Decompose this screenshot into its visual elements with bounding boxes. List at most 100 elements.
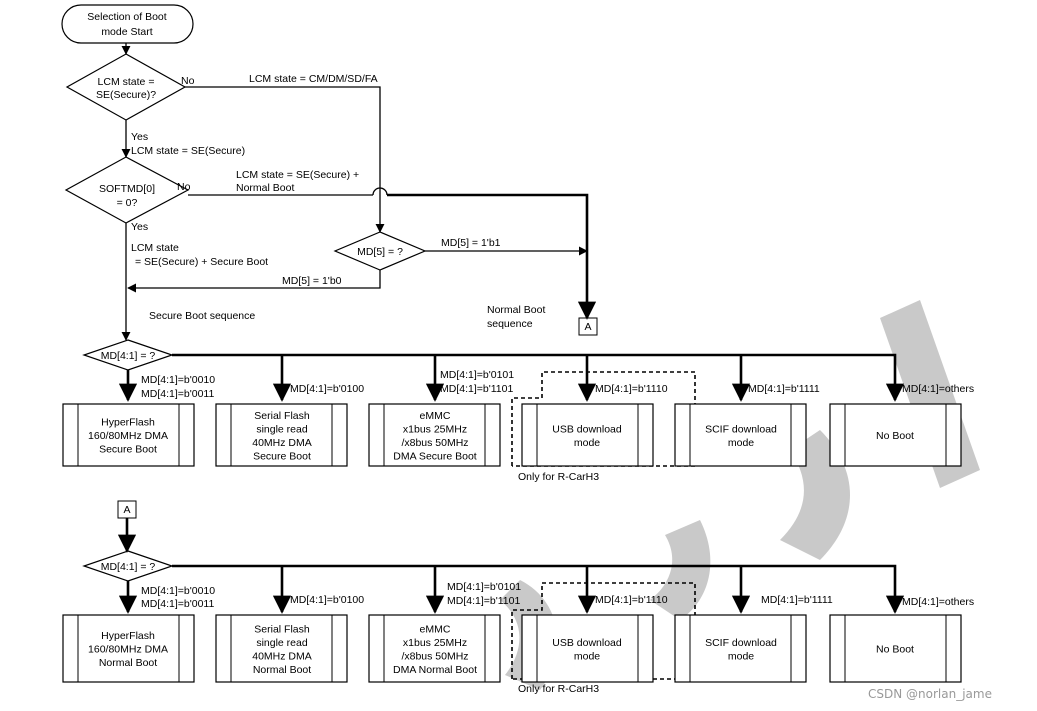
md-1110-secure: MD[4:1]=b'1110 [595,383,668,395]
normal-box-frame [368,614,501,683]
connector-a-in-label: A [123,504,130,516]
rcar-h3-label-secure: Only for R-CarH3 [518,471,599,483]
md-others-secure: MD[4:1]=others [902,383,974,395]
md-0011-secure: MD[4:1]=b'0011 [141,388,214,400]
normal-box-text: USB download [552,637,622,649]
secure-box-text: DMA Secure Boot [393,450,477,462]
lcm-se-normal-label-1: LCM state = SE(Secure) + [236,169,359,181]
md-1110-normal: MD[4:1]=b'1110 [595,594,668,606]
md41-secure-label: MD[4:1] = ? [101,350,156,362]
md-1111-normal: MD[4:1]=b'1111 [761,594,833,606]
normal-box-text: x1bus 25MHz [403,637,467,649]
secure-box-text: 40MHz DMA [252,437,312,449]
secure-box-text: HyperFlash [101,417,155,429]
normal-box-text: Serial Flash [254,623,310,635]
secure-box-frame [829,403,962,467]
flow-lines [121,43,588,341]
normal-box-frame [215,614,348,683]
lcm-se-label: LCM state = SE(Secure) [131,145,245,157]
md-1101-normal: MD[4:1]=b'1101 [447,595,520,607]
flow-lines-bold [117,193,905,614]
md-0100-secure: MD[4:1]=b'0100 [290,383,364,395]
secure-box-frame [674,403,807,467]
normal-box-text: 40MHz DMA [252,650,312,662]
softmd-label-1: SOFTMD[0] [99,183,155,195]
normal-box-frame [674,614,807,683]
md-1111-secure: MD[4:1]=b'1111 [748,383,820,395]
lcm-state-label: LCM state [131,242,179,254]
normal-box-text: DMA Normal Boot [393,664,477,676]
lcm-decision-label-2: SE(Secure)? [96,89,156,101]
normal-sequence-label-1: Normal Boot [487,304,545,316]
normal-box-text: single read [256,637,308,649]
rcar-h3-label-normal: Only for R-CarH3 [518,683,599,695]
secure-box-text: Secure Boot [253,450,311,462]
softmd-no-label: No [177,181,191,193]
lcm-decision-label-1: LCM state = [98,76,155,88]
md-0100-normal: MD[4:1]=b'0100 [290,594,364,606]
csdn-credit: CSDN @norlan_jame [868,687,992,701]
secure-box-text: Secure Boot [99,444,157,456]
secure-box-frame [521,403,654,467]
secure-sequence-label: Secure Boot sequence [149,310,255,322]
md-0011-normal: MD[4:1]=b'0011 [141,598,214,610]
secure-box-text: No Boot [876,430,914,442]
md-0010-secure: MD[4:1]=b'0010 [141,374,215,386]
normal-box-frame [62,614,195,683]
normal-box-frame [521,614,654,683]
secure-box-frame [215,403,348,467]
lcm-se-normal-label-2: Normal Boot [236,182,294,194]
lcm-yes-label: Yes [131,131,148,143]
secure-box-text: eMMC [420,410,451,422]
secure-box-text: 160/80MHz DMA [88,430,168,442]
start-label-2: mode Start [101,26,152,38]
md-1101-secure: MD[4:1]=b'1101 [440,383,513,395]
normal-box-text: Normal Boot [253,664,311,676]
secure-box-text: USB download [552,423,622,435]
normal-box-text: mode [574,650,600,662]
normal-box-text: mode [728,650,754,662]
lcm-se-secure-label: = SE(Secure) + Secure Boot [135,256,268,268]
secure-box-text: SCIF download [705,423,777,435]
secure-box-frame [62,403,195,467]
normal-box-5: No Boot [829,614,962,683]
md-others-normal: MD[4:1]=others [902,596,974,608]
md5-b0-label: MD[5] = 1'b0 [282,275,342,287]
secure-box-text: single read [256,423,308,435]
normal-box-text: 160/80MHz DMA [88,644,168,656]
md-0010-normal: MD[4:1]=b'0010 [141,585,215,597]
start-terminator [61,4,194,44]
softmd-label-2: = 0? [117,197,138,209]
secure-box-5: No Boot [829,403,962,467]
md41-normal-label: MD[4:1] = ? [101,561,156,573]
secure-box-frame [368,403,501,467]
normal-box-text: Normal Boot [99,657,157,669]
normal-box-text: /x8bus 50MHz [401,650,468,662]
secure-box-text: Serial Flash [254,410,310,422]
secure-box-text: x1bus 25MHz [403,423,467,435]
normal-box-frame [829,614,962,683]
md5-b1-label: MD[5] = 1'b1 [441,237,501,249]
normal-sequence-label-2: sequence [487,318,533,330]
secure-box-text: /x8bus 50MHz [401,437,468,449]
secure-box-text: mode [728,437,754,449]
md5-decision-label: MD[5] = ? [357,246,403,258]
md-0101-secure: MD[4:1]=b'0101 [440,369,514,381]
normal-box-text: eMMC [420,623,451,635]
lcm-no-label: No [181,75,195,87]
connector-a-out-label: A [584,321,591,333]
normal-box-text: No Boot [876,644,914,656]
